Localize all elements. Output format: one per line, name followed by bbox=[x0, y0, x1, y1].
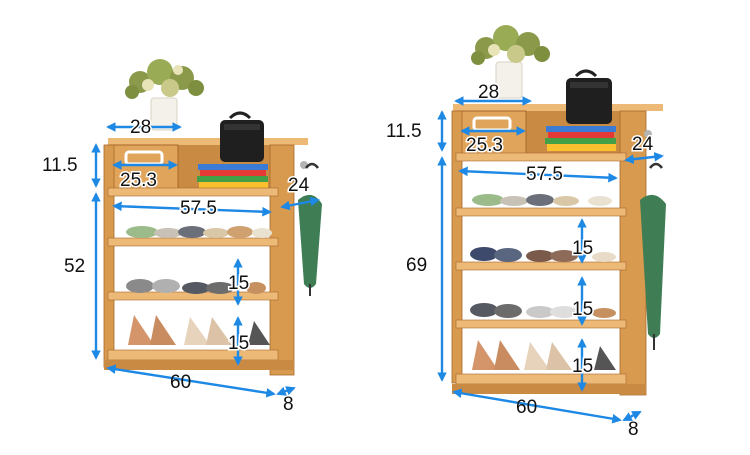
shoe-icon bbox=[472, 194, 612, 206]
shoe-icon bbox=[126, 226, 272, 238]
dim-width: 60 bbox=[516, 397, 537, 418]
dim-drawer-width: 25.3 bbox=[466, 135, 503, 156]
dim-width: 60 bbox=[170, 372, 191, 393]
dim-shelf-gap-1: 15 bbox=[572, 238, 593, 259]
dim-height: 69 bbox=[406, 255, 427, 276]
bag-icon bbox=[220, 111, 264, 162]
dim-shelf-gap-1: 15 bbox=[228, 273, 249, 294]
shoe-icon bbox=[470, 303, 616, 318]
dim-top-width: 28 bbox=[478, 82, 499, 103]
umbrella-icon bbox=[640, 162, 666, 350]
dim-inner-width: 57.5 bbox=[180, 198, 217, 219]
dim-height: 52 bbox=[64, 256, 85, 277]
dim-side-depth: 24 bbox=[632, 134, 654, 155]
shoe-icon bbox=[472, 340, 616, 370]
dim-shelf-gap-2: 15 bbox=[228, 333, 249, 354]
dim-shelf-gap-2: 15 bbox=[572, 299, 593, 320]
plant-icon bbox=[125, 59, 204, 131]
dim-drawer-height: 11.5 bbox=[386, 121, 422, 142]
dim-depth: 8 bbox=[628, 419, 639, 440]
small-rack: 28 11.5 25.3 24 57.5 52 15 15 60 8 bbox=[42, 59, 322, 415]
shoe-icon bbox=[128, 315, 270, 345]
umbrella-icon bbox=[298, 162, 322, 296]
dim-inner-width: 57.5 bbox=[526, 164, 563, 185]
dim-drawer-height: 11.5 bbox=[42, 155, 78, 176]
dim-drawer-width: 25.3 bbox=[120, 170, 157, 191]
large-rack: 28 11.5 25.3 24 57.5 69 15 15 15 60 8 bbox=[386, 25, 666, 440]
dim-depth: 8 bbox=[283, 394, 294, 415]
dim-shelf-gap-3: 15 bbox=[572, 356, 593, 377]
shoe-icon bbox=[126, 279, 266, 294]
books-icon bbox=[545, 126, 616, 151]
shoe-icon bbox=[470, 247, 616, 262]
dim-side-depth: 24 bbox=[288, 175, 310, 196]
bag-icon bbox=[566, 69, 612, 124]
plant-icon bbox=[471, 25, 550, 99]
books-icon bbox=[197, 164, 268, 189]
dim-top-width: 28 bbox=[130, 117, 151, 138]
